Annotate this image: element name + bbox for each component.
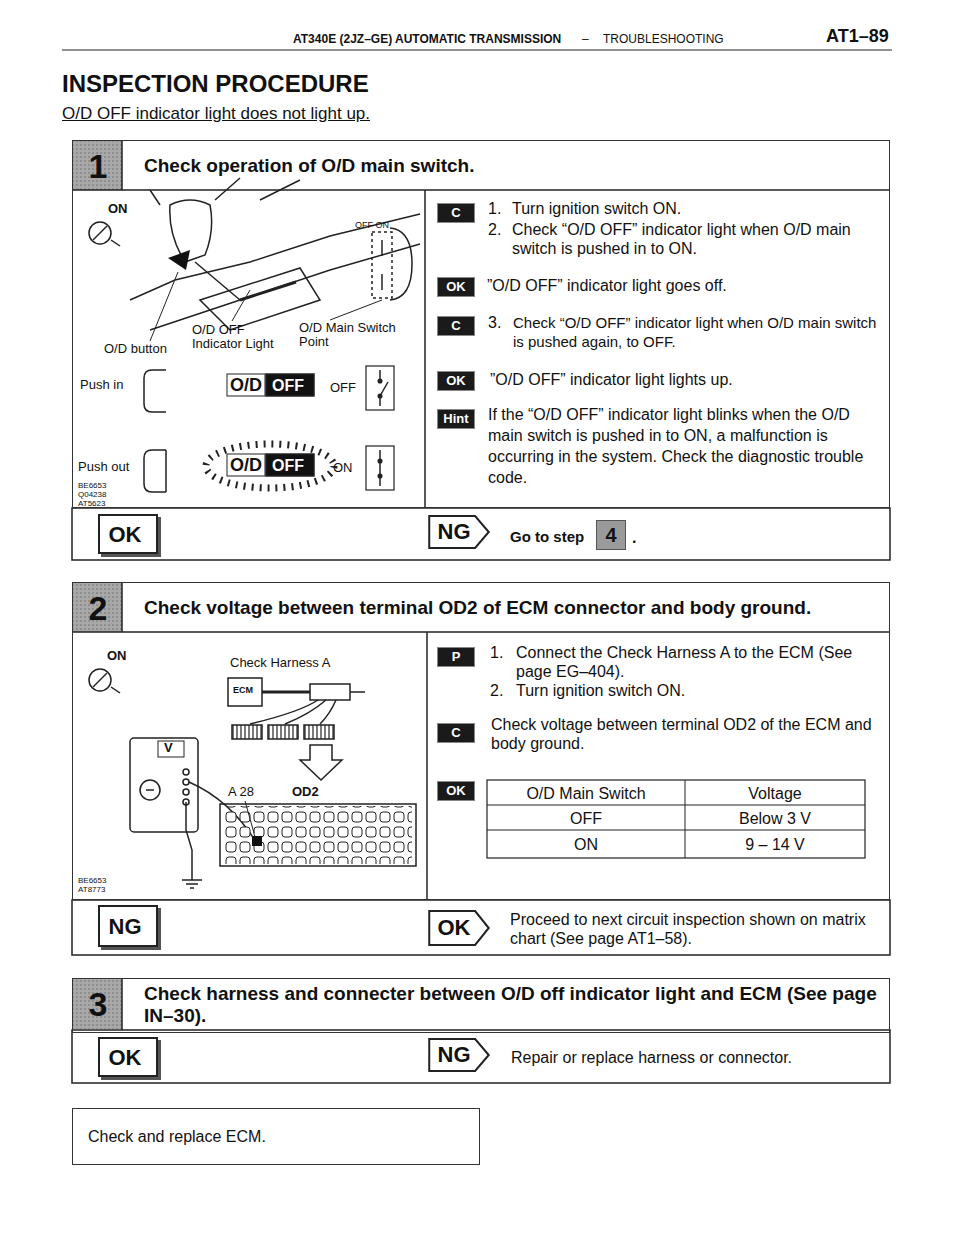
label-text: AT340E (2JZ–GE) AUTOMATIC TRANSMISSION: [293, 32, 561, 46]
action-box: Check and replace ECM.: [72, 1108, 480, 1165]
label-text: ON: [107, 649, 127, 663]
table-cell: O/D Main Switch: [487, 784, 685, 803]
result-tag: NG: [432, 520, 476, 544]
label-text: O/D button: [104, 342, 167, 356]
label-text: O/D Main Switch Point: [299, 321, 409, 349]
step-number: 3: [73, 979, 123, 1029]
label-text: –: [582, 32, 589, 46]
label-text: OFF: [330, 381, 356, 395]
label-text: OFF ON: [355, 221, 389, 230]
label-text: Proceed to next circuit inspection shown…: [510, 910, 875, 948]
ok-result: OK: [98, 514, 158, 554]
label-text: ON: [333, 461, 353, 475]
result-tag: OK: [100, 1046, 150, 1070]
label-text: .: [632, 528, 636, 547]
label-text: V: [164, 741, 173, 755]
table-cell: ON: [487, 835, 685, 854]
label-text: Turn ignition switch ON.: [516, 681, 866, 700]
label-text: ”O/D OFF” indicator light goes off.: [487, 276, 877, 295]
step-panel: 3 Check harness and connecter between O/D…: [72, 978, 890, 1033]
label-text: Check “O/D OFF” indicator light when O/D…: [512, 220, 872, 258]
label-text: Push out: [78, 460, 129, 474]
result-tag: OK: [432, 916, 476, 940]
label-text: O/D: [230, 375, 262, 395]
ng-result: NG: [428, 515, 490, 549]
step-number: 1: [73, 141, 123, 191]
step-heading: Check voltage between terminal OD2 of EC…: [144, 597, 884, 619]
step-panel: 2 Check voltage between terminal OD2 of E…: [72, 582, 890, 900]
label-text: 2.: [488, 220, 501, 239]
label-text: ”O/D OFF” indicator light lights up.: [490, 370, 870, 389]
table-cell: OFF: [487, 809, 685, 828]
label-text: OFF: [272, 376, 304, 395]
ok-result: OK: [428, 910, 490, 946]
ng-result: NG: [98, 905, 158, 947]
instruction-tag: P: [437, 647, 475, 667]
label-text: AT1–89: [826, 26, 889, 46]
label-text: BE6653 AT8773: [78, 876, 133, 894]
instruction-tag: C: [437, 723, 475, 743]
label-text: Check “O/D OFF” indicator light when O/D…: [513, 313, 883, 351]
label-text: 1.: [490, 643, 503, 662]
instruction-tag: OK: [437, 371, 475, 391]
action-text: Check and replace ECM.: [88, 1127, 266, 1146]
step-panel: 1 Check operation of O/D main switch.: [72, 140, 890, 508]
label-text: Connect the Check Harness A to the ECM (…: [516, 643, 866, 681]
label-text: Repair or replace harness or connector.: [511, 1048, 792, 1067]
table-cell: Voltage: [685, 784, 865, 803]
instruction-tag: C: [437, 316, 475, 336]
result-tag: NG: [432, 1043, 476, 1067]
step-number: 2: [73, 583, 123, 633]
label-text: ECM: [233, 686, 253, 695]
label-text: OFF: [272, 456, 304, 475]
label-text: O/D: [230, 455, 262, 475]
result-tag: NG: [100, 915, 150, 939]
label-text: 3.: [488, 313, 501, 332]
label-text: OD2: [292, 785, 319, 799]
label-text: A 28: [228, 785, 254, 799]
result-tag: OK: [100, 523, 150, 547]
step-heading: Check operation of O/D main switch.: [144, 155, 884, 177]
label-text: Check Harness A: [230, 656, 330, 670]
instruction-tag: C: [437, 203, 475, 223]
label-text: BE6653 Q04238 AT5623: [78, 481, 133, 508]
page-title: INSPECTION PROCEDURE: [62, 70, 369, 98]
table-cell: Below 3 V: [685, 809, 865, 828]
instruction-tag: Hint: [437, 409, 475, 429]
label-text: TROUBLESHOOTING: [603, 32, 724, 46]
label-text: Turn ignition switch ON.: [512, 199, 872, 218]
label-text: O/D OFF indicator light does not light u…: [62, 104, 370, 123]
label-text: 1.: [488, 199, 501, 218]
step-heading: Check harness and connecter between O/D …: [144, 983, 884, 1027]
ok-result: OK: [98, 1037, 158, 1077]
label-text: O/D OFF Indicator Light: [192, 323, 287, 351]
label-text: 2.: [490, 681, 503, 700]
label-text: Check voltage between terminal OD2 of th…: [491, 715, 881, 753]
ng-result: NG: [428, 1038, 490, 1072]
table-cell: 9 – 14 V: [685, 835, 865, 854]
label-text: ON: [108, 202, 128, 216]
label-text: If the “O/D OFF” indicator light blinks …: [488, 404, 878, 488]
label-text: Go to step: [510, 527, 584, 546]
step-number: 4: [596, 520, 626, 550]
instruction-tag: OK: [437, 277, 475, 297]
instruction-tag: OK: [437, 781, 475, 801]
label-text: Push in: [80, 378, 123, 392]
